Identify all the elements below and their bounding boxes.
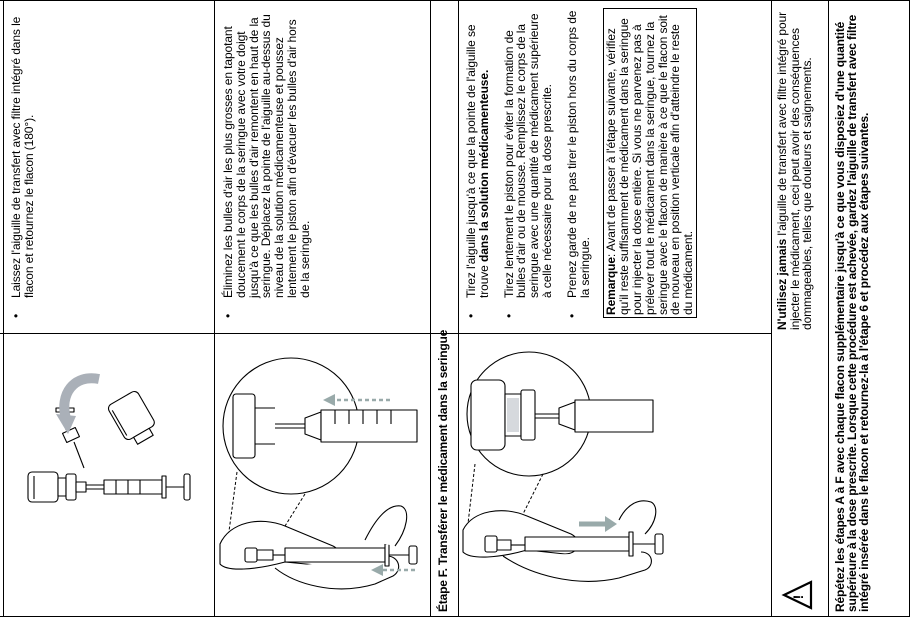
bullet-glyph: • — [464, 313, 478, 318]
bullet-glyph: • — [9, 313, 23, 318]
step-f-bullet-2: • Tirez lentement le piston pour éviter … — [501, 8, 554, 318]
warning-exclamation-glyph: ! — [790, 595, 806, 600]
remove-bubbles-text: Éliminez les bulles d'air les plus gross… — [221, 14, 312, 298]
step-f-b2-text: Tirez lentement le piston pour éviter la… — [501, 13, 554, 298]
column-divider-1 — [214, 0, 215, 617]
column-divider-4 — [771, 0, 772, 617]
repeat-instruction: Répétez les étapes A à F avec chaque fla… — [833, 14, 872, 612]
row-divider-images-text — [0, 333, 771, 334]
invert-vial-illustration — [4, 334, 214, 616]
bullet-glyph: • — [564, 313, 579, 318]
step-f-b1-bold: dans la solution médicamenteuse. — [476, 69, 491, 262]
invert-vial-instruction: • Laissez l'aiguille de transfert avec f… — [9, 13, 70, 318]
invert-vial-text: Laissez l'aiguille de transfert avec fil… — [9, 16, 36, 298]
step-f-b3-text: Prenez garde de ne pas tirer le piston h… — [564, 10, 592, 298]
table-border-top — [0, 0, 910, 1]
step-f-heading-box: Étape F. Transférer le médicament dans l… — [436, 12, 457, 612]
remark-box: Remarque: Avant de passer à l'étape suiv… — [603, 8, 697, 318]
tapping-finger — [365, 506, 407, 546]
bullet-glyph: • — [501, 313, 516, 318]
step-f-heading: Étape F. Transférer le médicament dans l… — [436, 329, 450, 612]
remark-text: : Avant de passer à l'étape suivante, vé… — [604, 15, 696, 315]
column-divider-5 — [828, 0, 829, 617]
table-border-bottom — [0, 616, 910, 617]
column-divider-2 — [430, 0, 431, 617]
step-f-instructions: • Tirez l'aiguille jusqu'à ce que la poi… — [464, 8, 770, 318]
warning-text-box: N'utilisez jamais l'aiguille de transfer… — [775, 8, 824, 330]
syringe-icon — [76, 474, 190, 500]
tap-bubbles-illustration — [215, 334, 430, 616]
remove-bubbles-instruction: • Éliminez les bulles d'air les plus gro… — [221, 13, 427, 318]
repeat-instruction-box: Répétez les étapes A à F avec chaque fla… — [833, 12, 909, 612]
warning-triangle-icon: ! — [770, 580, 830, 614]
column-divider-3 — [458, 0, 459, 617]
bullet-glyph: • — [221, 313, 235, 318]
vial-icon — [28, 472, 76, 502]
table-border-left — [3, 0, 4, 617]
pulling-finger — [619, 501, 656, 534]
step-f-bullet-1: • Tirez l'aiguille jusqu'à ce que la poi… — [464, 8, 491, 318]
step-f-bullet-3: • Prenez garde de ne pas tirer le piston… — [564, 8, 592, 318]
withdraw-medicine-illustration — [459, 334, 771, 616]
